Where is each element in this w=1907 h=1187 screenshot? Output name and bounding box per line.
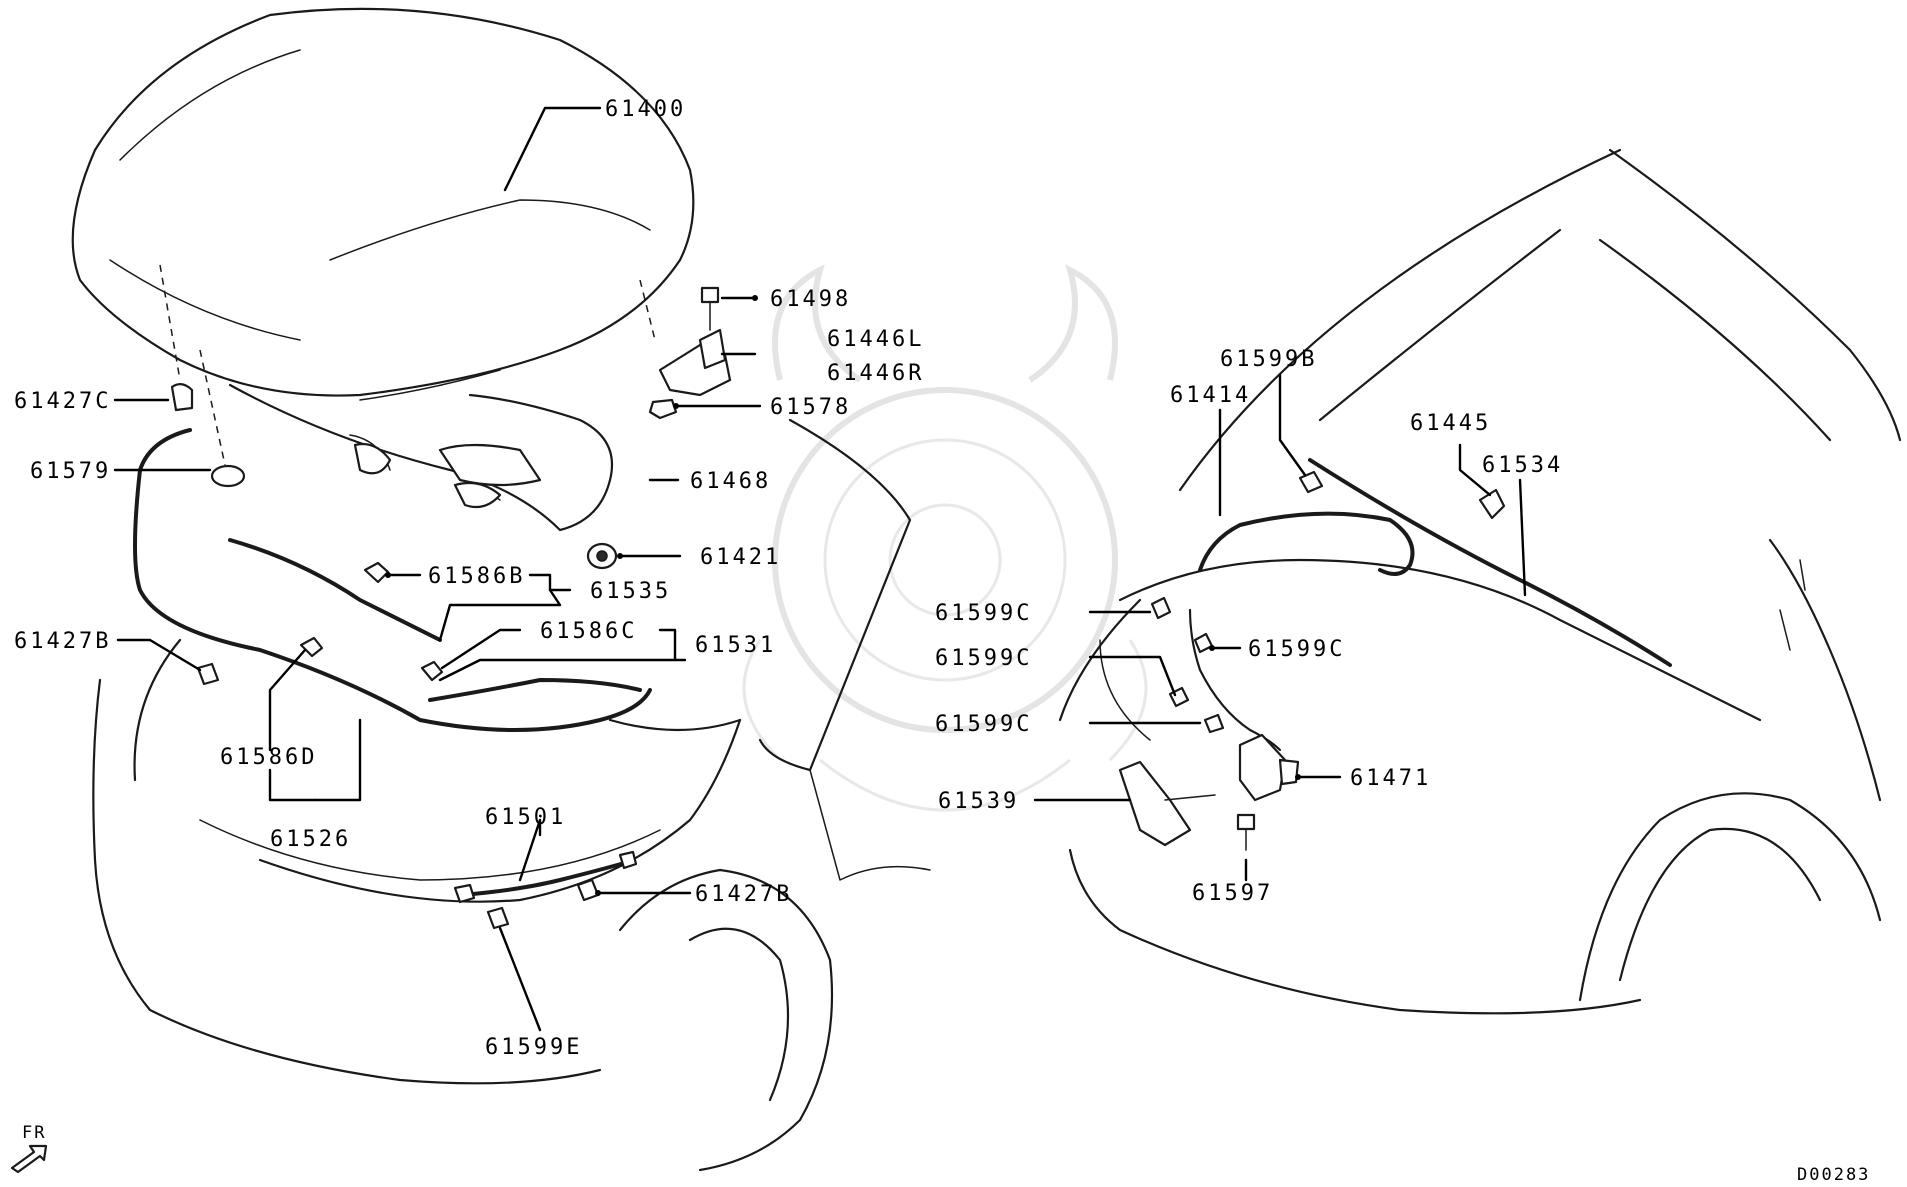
label-61427b-bottom[interactable]: 61427B <box>695 882 792 907</box>
left-car-body <box>71 7 931 1172</box>
label-61468[interactable]: 61468 <box>690 469 771 494</box>
label-61534[interactable]: 61534 <box>1482 453 1563 478</box>
label-61578[interactable]: 61578 <box>770 395 851 420</box>
label-61535[interactable]: 61535 <box>590 579 671 604</box>
label-61427b-left[interactable]: 61427B <box>14 629 111 654</box>
label-61427c[interactable]: 61427C <box>14 389 111 414</box>
watermark-emblem <box>742 264 1148 812</box>
label-61471[interactable]: 61471 <box>1350 766 1431 791</box>
label-61445[interactable]: 61445 <box>1410 411 1491 436</box>
label-61421[interactable]: 61421 <box>700 545 781 570</box>
label-61599e[interactable]: 61599E <box>485 1035 582 1060</box>
label-61599c-a[interactable]: 61599C <box>935 601 1032 626</box>
fr-arrow-icon <box>10 1144 48 1174</box>
label-61599c-b[interactable]: 61599C <box>1248 637 1345 662</box>
label-61498[interactable]: 61498 <box>770 287 851 312</box>
leader-dots <box>385 295 1301 896</box>
label-61599b[interactable]: 61599B <box>1220 347 1317 372</box>
fr-label: FR <box>22 1123 46 1143</box>
leader-lines <box>113 106 1527 1032</box>
label-61599c-c[interactable]: 61599C <box>935 646 1032 671</box>
label-61599c-d[interactable]: 61599C <box>935 712 1032 737</box>
label-61531[interactable]: 61531 <box>695 633 776 658</box>
label-61597[interactable]: 61597 <box>1192 881 1273 906</box>
label-61586d[interactable]: 61586D <box>220 745 317 770</box>
right-car-body <box>1058 148 1902 1015</box>
label-61526[interactable]: 61526 <box>270 827 351 852</box>
label-61446r[interactable]: 61446R <box>827 361 924 386</box>
label-61414[interactable]: 61414 <box>1170 383 1251 408</box>
label-61400[interactable]: 61400 <box>605 97 686 122</box>
part-labels: 61400 61498 61446L 61446R 61578 61427C 6… <box>14 97 1563 1060</box>
label-61539[interactable]: 61539 <box>938 789 1019 814</box>
label-61586c[interactable]: 61586C <box>540 619 637 644</box>
front-direction-indicator: FR <box>10 1123 48 1174</box>
label-61579[interactable]: 61579 <box>30 459 111 484</box>
label-61586b[interactable]: 61586B <box>428 564 525 589</box>
diagram-code: D00283 <box>1797 1165 1870 1185</box>
label-61446l[interactable]: 61446L <box>827 327 924 352</box>
label-61501[interactable]: 61501 <box>485 805 566 830</box>
